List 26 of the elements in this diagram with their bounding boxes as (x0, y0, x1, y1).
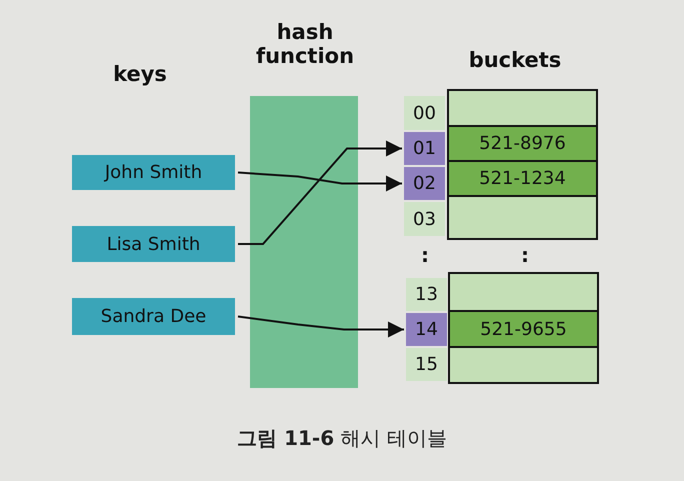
arrow (238, 140, 402, 245)
key-box: Sandra Dee (72, 298, 235, 335)
index-cell: 02 (404, 167, 445, 200)
column-heading: keys (112, 62, 168, 86)
figure-caption: 그림 11-6 해시 테이블 (236, 425, 448, 452)
bucket-cell (447, 89, 598, 127)
index-cell: 14 (406, 313, 447, 346)
index-cell: 00 (404, 96, 445, 130)
ellipsis-mark: : (520, 244, 530, 267)
bucket-cell (448, 346, 599, 384)
bucket-cell: 521-8976 (447, 125, 598, 162)
bucket-cell (448, 272, 599, 312)
index-cell: 13 (406, 278, 447, 311)
key-box: John Smith (72, 155, 235, 190)
ellipsis-mark: : (420, 244, 430, 267)
index-cell: 15 (406, 348, 447, 381)
key-box: Lisa Smith (72, 226, 235, 262)
index-cell: 01 (404, 132, 445, 165)
bucket-cell (447, 195, 598, 240)
index-cell: 03 (404, 202, 445, 236)
bucket-cell: 521-1234 (447, 160, 598, 197)
column-heading: buckets (468, 48, 562, 72)
arrow (238, 316, 404, 338)
arrow (238, 172, 402, 192)
bucket-cell: 521-9655 (448, 310, 599, 348)
column-heading: hash function (254, 20, 356, 68)
